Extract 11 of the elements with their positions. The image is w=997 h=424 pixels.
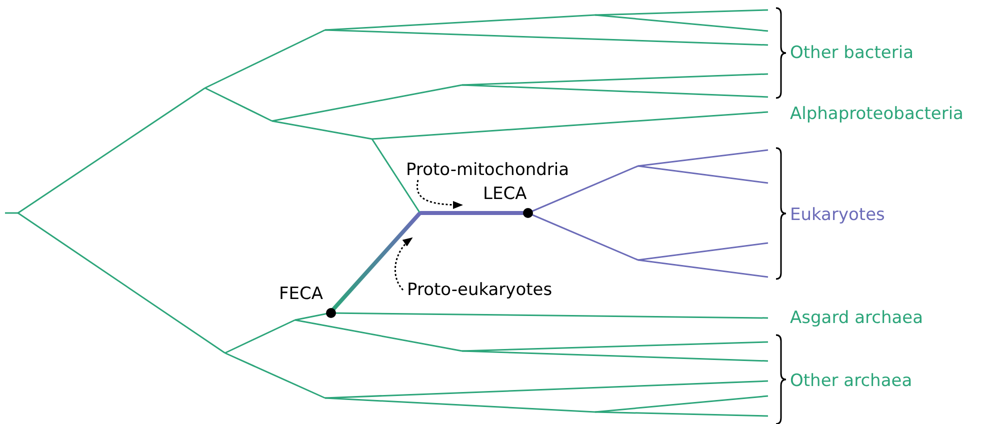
annotation-text: Proto-mitochondria [406, 160, 570, 180]
clade-label: Asgard archaea [790, 308, 924, 328]
clade-label: Alphaproteobacteria [790, 104, 964, 124]
annotation-text: Proto-eukaryotes [407, 280, 552, 300]
clade-label: Eukaryotes [790, 205, 885, 225]
clade-label: Other bacteria [790, 43, 914, 63]
leader-arrow [416, 180, 463, 209]
node-label: FECA [279, 284, 324, 304]
clade-label: Other archaea [790, 371, 912, 391]
leader-arrow [394, 237, 413, 290]
node-label: LECA [483, 184, 527, 204]
